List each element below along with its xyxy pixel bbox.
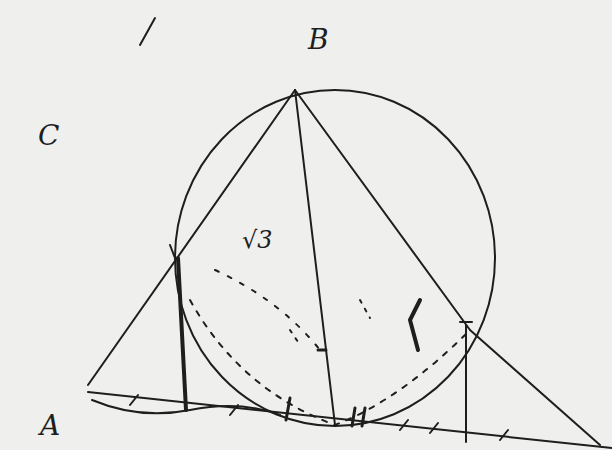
point-label: A [40, 412, 60, 440]
line-ba [88, 90, 295, 385]
tick [170, 245, 175, 258]
tick [460, 321, 472, 323]
angle-mark [410, 300, 420, 350]
point-label: C [38, 122, 59, 150]
dot [318, 349, 326, 352]
point-label: √3 [242, 228, 273, 252]
brace [92, 400, 280, 415]
circle [175, 90, 495, 426]
stray-stroke [140, 18, 155, 45]
dashed-arc [190, 300, 470, 425]
line-b-bottom [295, 90, 335, 425]
dashed-line [290, 300, 370, 345]
line-b-right [295, 90, 600, 445]
perpendicular-right [465, 325, 467, 442]
dashed-line [215, 270, 320, 350]
tick [286, 398, 365, 426]
baseline [88, 392, 612, 448]
perpendicular-left [178, 258, 186, 410]
point-label: B [308, 26, 329, 54]
hatch [130, 395, 508, 440]
